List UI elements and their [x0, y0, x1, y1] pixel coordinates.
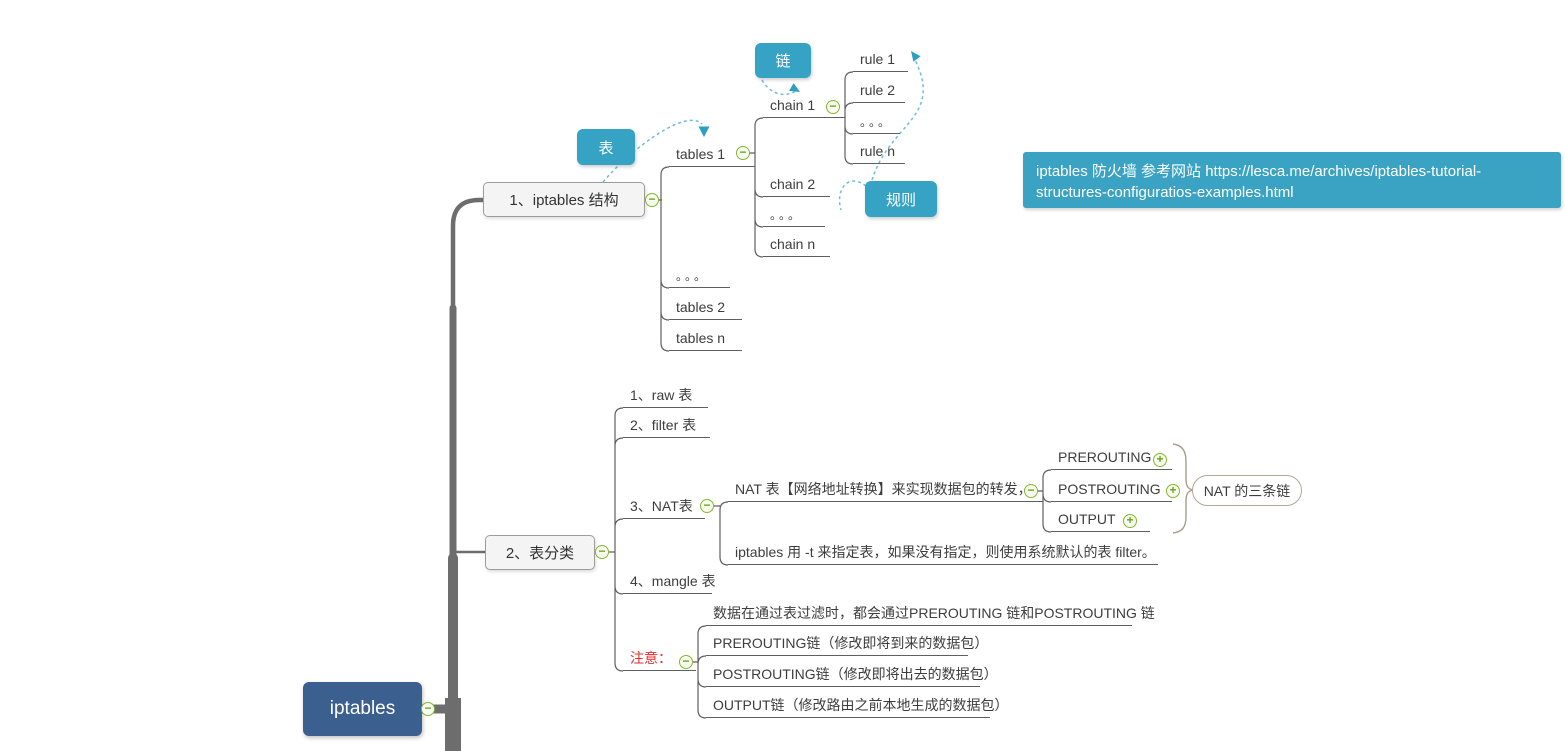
topic-chain-ellipsis[interactable]: 。。。 [763, 205, 825, 227]
topic-tables-1[interactable]: tables 1 [669, 145, 755, 167]
relationship-rule-to-rule1 [871, 55, 924, 181]
notice-item-0[interactable]: 数据在通过表过滤时，都会通过PREROUTING 链和POSTROUTING 链 [706, 604, 1155, 626]
relationship-table-to-tables1 [602, 119, 703, 183]
topic-chain-n[interactable]: chain n [763, 235, 830, 257]
trunk-branch1-curve [450, 197, 486, 315]
topic-tables-n[interactable]: tables n [669, 329, 742, 351]
notice-item-2[interactable]: POSTROUTING链（修改即将出去的数据包） [706, 665, 998, 687]
note-topic[interactable]: iptables 防火墙 参考网站 https://lesca.me/archi… [1023, 152, 1561, 208]
topic-rule-ellipsis[interactable]: 。。。 [853, 112, 900, 134]
topic-notice[interactable]: 注意： [623, 649, 696, 671]
relationship-chain-to-chain1 [761, 79, 797, 96]
topic-classify-label: 2、表分类 [505, 545, 575, 562]
bracket-classify-children [609, 407, 624, 672]
collapse-icon-structure[interactable]: − [645, 193, 659, 207]
summary-pill-nat-chains[interactable]: NAT 的三条链 [1192, 475, 1302, 506]
topic-nat-table[interactable]: 3、NAT表 [623, 497, 705, 519]
topic-nat-desc[interactable]: NAT 表【网络地址转换】来实现数据包的转发， [728, 480, 1043, 502]
bracket-tables1-children [750, 117, 764, 258]
arrowhead-rule1 [911, 51, 921, 62]
expand-icon-prerouting[interactable]: + [1153, 453, 1167, 467]
arrowhead-chain1 [789, 83, 800, 92]
collapse-icon-nat[interactable]: − [700, 499, 714, 513]
root-topic[interactable]: iptables [303, 682, 422, 736]
float-topic-rule-label: 规则 [885, 191, 916, 209]
collapse-icon-nat-desc[interactable]: − [1024, 484, 1038, 498]
expand-icon-postrouting[interactable]: + [1166, 484, 1180, 498]
bracket-nat-children [714, 501, 729, 566]
topic-postrouting[interactable]: POSTROUTING [1051, 480, 1172, 502]
expand-icon-output[interactable]: + [1123, 514, 1137, 528]
float-topic-table[interactable]: 表 [577, 129, 635, 165]
topic-chain-2[interactable]: chain 2 [763, 175, 830, 197]
bracket-notice-children [693, 625, 707, 719]
topic-structure[interactable]: 1、iptables 结构 [483, 182, 645, 217]
note-topic-text: iptables 防火墙 参考网站 https://lesca.me/archi… [1036, 163, 1482, 201]
topic-tables-2[interactable]: tables 2 [669, 298, 742, 320]
topic-rule-n[interactable]: rule n [853, 142, 905, 164]
float-topic-chain[interactable]: 链 [755, 43, 811, 78]
summary-pill-label: NAT 的三条链 [1203, 482, 1291, 499]
collapse-icon-classify[interactable]: − [595, 545, 609, 559]
bracket-chain1-children [844, 71, 854, 165]
float-topic-rule[interactable]: 规则 [865, 181, 937, 217]
topic-rule-1[interactable]: rule 1 [853, 50, 908, 72]
topic-rule-2[interactable]: rule 2 [853, 81, 905, 103]
collapse-icon-tables1[interactable]: − [736, 146, 750, 160]
notice-item-3[interactable]: OUTPUT链（修改路由之前本地生成的数据包） [706, 696, 1009, 718]
arrowhead-tables1 [698, 126, 710, 137]
float-topic-chain-label: 链 [775, 53, 791, 70]
notice-item-1[interactable]: PREROUTING链（修改即将到来的数据包） [706, 634, 988, 656]
collapse-icon-notice[interactable]: − [679, 655, 693, 669]
bracket-natdesc-children [1038, 469, 1052, 533]
topic-tables-ellipsis[interactable]: 。。。 [669, 266, 730, 288]
bracket-structure-children [659, 166, 670, 352]
topic-prerouting[interactable]: PREROUTING [1051, 448, 1172, 470]
topic-filter-table[interactable]: 2、filter 表 [623, 416, 710, 438]
topic-raw-table[interactable]: 1、raw 表 [623, 386, 708, 408]
relationship-rule-tail [838, 180, 867, 211]
root-topic-label: iptables [329, 698, 396, 719]
topic-output[interactable]: OUTPUT [1051, 510, 1150, 532]
topic-chain-1[interactable]: chain 1 [763, 96, 845, 118]
float-topic-table-label: 表 [598, 139, 614, 157]
topic-structure-label: 1、iptables 结构 [509, 192, 619, 209]
topic-mangle-table[interactable]: 4、mangle 表 [623, 572, 716, 594]
topic-classify[interactable]: 2、表分类 [485, 535, 595, 570]
collapse-icon-root[interactable]: − [421, 702, 435, 716]
topic-nat-default[interactable]: iptables 用 -t 来指定表，如果没有指定，则使用系统默认的表 filt… [728, 543, 1158, 565]
collapse-icon-chain1[interactable]: − [826, 100, 840, 114]
